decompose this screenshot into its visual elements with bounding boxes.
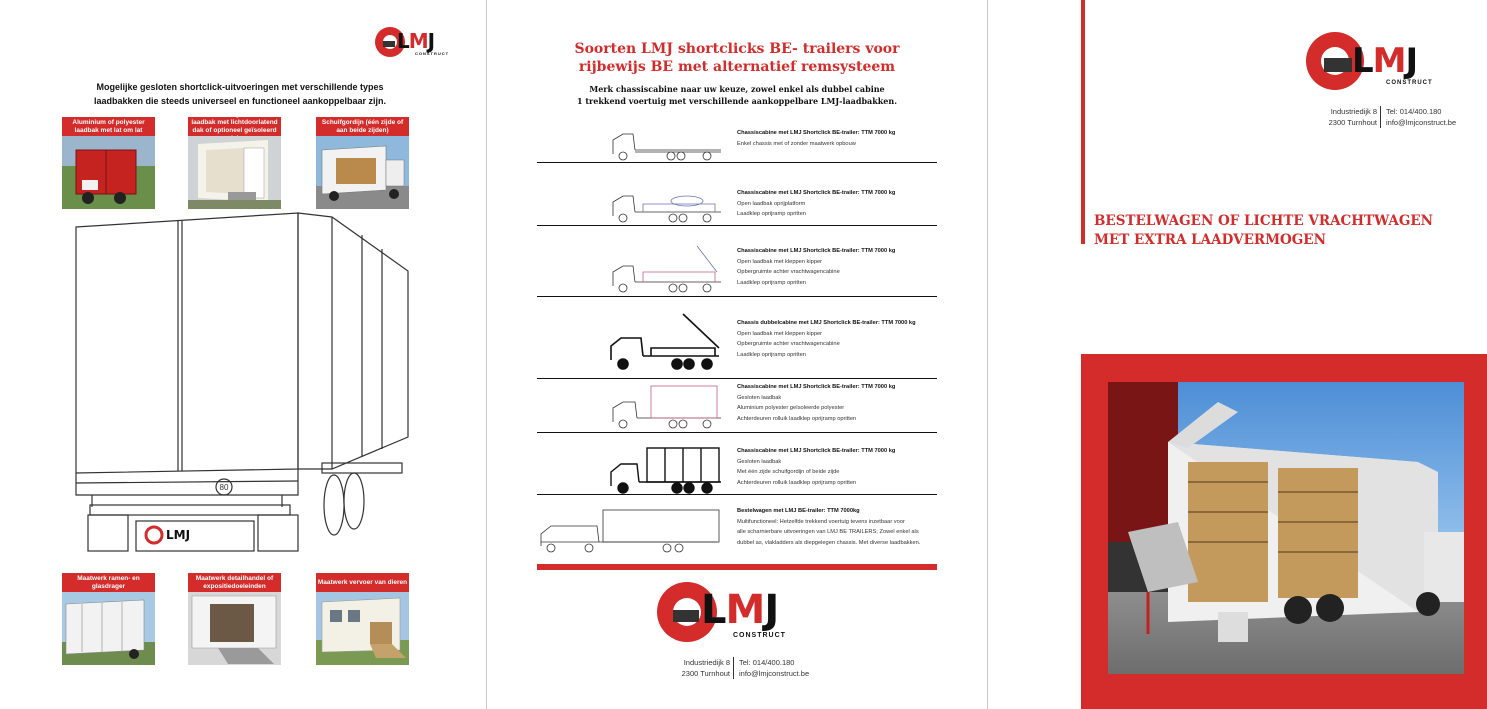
trailer-type-row: Chassiscabine met LMJ Shortclick BE-trai… <box>537 124 937 164</box>
vehicle-drawing <box>612 195 721 223</box>
thumb-dierenvervoer: Maatwerk vervoer van dieren <box>316 573 409 665</box>
svg-text:LMJ: LMJ <box>166 528 190 542</box>
brochure-panel-middle: Soorten LMJ shortclicks BE- trailers voo… <box>487 0 987 709</box>
vehicle-drawing <box>610 313 720 370</box>
thumb-ferro-laadbak: Ferro fraam geïsoleerde laadbak met lich… <box>188 111 281 209</box>
thumb-schuifgordijn: Schuifgordijn (één zijde of aan beide zi… <box>316 117 409 209</box>
fold-line-2 <box>987 0 988 709</box>
trailer-type-row: Chassiscabine met LMJ Shortclick BE-trai… <box>537 378 937 433</box>
brochure-panel-left: LMJ CONSTRUCT Mogelijke gesloten shortcl… <box>0 0 486 709</box>
thumb-glasdrager: Maatwerk ramen- en glasdrager <box>62 573 155 665</box>
vehicle-drawing <box>610 447 721 494</box>
trailer-type-row: Chassis dubbelcabine met LMJ Shortclick … <box>537 310 937 379</box>
fold-line-1 <box>486 0 487 709</box>
vehicle-drawing <box>612 133 721 161</box>
trailer-type-row: Chassiscabine met LMJ Shortclick BE-trai… <box>537 442 937 496</box>
lmj-logo: LMJ CONSTRUCT <box>375 27 460 61</box>
vehicle-drawing <box>612 245 721 293</box>
truck-photo <box>1108 382 1464 674</box>
red-divider <box>537 564 937 570</box>
lmj-logo: LMJ CONSTRUCT <box>657 582 827 650</box>
truck-photo-frame <box>1081 354 1487 709</box>
thumb-expositie: Maatwerk detailhandel of expositiedoelei… <box>188 573 281 665</box>
thumb-aluminium-laadbak: Aluminium of polyester laadbak met lat o… <box>62 117 155 209</box>
trailer-type-row: Chassiscabine met LMJ Shortclick BE-trai… <box>537 184 937 226</box>
vehicle-drawing <box>540 509 720 553</box>
accent-bar <box>1081 0 1085 244</box>
brochure-panel-right: LMJ CONSTRUCT Industriedijk 8 2300 Turnh… <box>988 0 1487 709</box>
contact-address: Industriedijk 8 2300 Turnhout Tel: 014/4… <box>681 657 810 679</box>
trailer-line-drawing: 80 LMJ <box>75 212 409 552</box>
trailer-type-row: Chassiscabine met LMJ Shortclick BE-trai… <box>537 240 937 297</box>
trailer-type-row: Bestelwagen met LMJ BE-trailer: TTM 7000… <box>537 506 937 558</box>
panel3-heading: BESTELWAGEN OF LICHTE VRACHTWAGEN MET EX… <box>1094 213 1434 248</box>
svg-text:80: 80 <box>220 483 229 492</box>
panel2-title: Soorten LMJ shortclicks BE- trailers voo… <box>574 41 900 75</box>
panel2-subtitle: Merk chassiscabine naar uw keuze, zowel … <box>577 84 897 106</box>
intro-text: Mogelijke gesloten shortclick-uitvoering… <box>93 82 387 106</box>
vehicle-drawing <box>612 385 721 429</box>
lmj-logo: LMJ CONSTRUCT <box>1306 32 1466 96</box>
contact-address: Industriedijk 8 2300 Turnhout Tel: 014/4… <box>1328 106 1457 128</box>
